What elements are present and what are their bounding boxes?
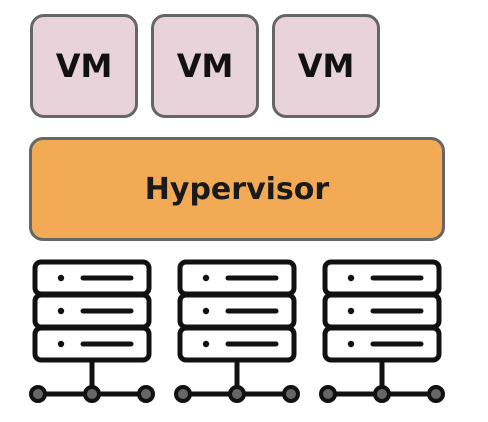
server-rack-icon-1 (29, 259, 155, 403)
server-led-icon (57, 307, 65, 315)
server-led-icon (347, 274, 355, 282)
network-node-icon (282, 385, 300, 403)
vm-box-3: VM (272, 14, 380, 118)
server-led-icon (202, 307, 210, 315)
network-node-icon (319, 385, 337, 403)
hypervisor-layer: Hypervisor (29, 137, 445, 241)
server-rack-icon-3 (319, 259, 445, 403)
server-led-icon (57, 274, 65, 282)
network-node-icon (373, 385, 391, 403)
server-led-icon (347, 307, 355, 315)
server-led-icon (202, 340, 210, 348)
vm-box-1: VM (30, 14, 138, 118)
server-led-icon (347, 340, 355, 348)
server-rack-icon-2 (174, 259, 300, 403)
network-node-icon (29, 385, 47, 403)
network-node-icon (228, 385, 246, 403)
network-node-icon (427, 385, 445, 403)
vm-label-2: VM (176, 47, 234, 85)
vm-label-3: VM (297, 47, 355, 85)
vm-label-1: VM (55, 47, 113, 85)
vm-box-2: VM (151, 14, 259, 118)
network-node-icon (174, 385, 192, 403)
server-led-icon (202, 274, 210, 282)
hypervisor-label: Hypervisor (144, 171, 330, 207)
network-node-icon (137, 385, 155, 403)
server-led-icon (57, 340, 65, 348)
network-node-icon (83, 385, 101, 403)
